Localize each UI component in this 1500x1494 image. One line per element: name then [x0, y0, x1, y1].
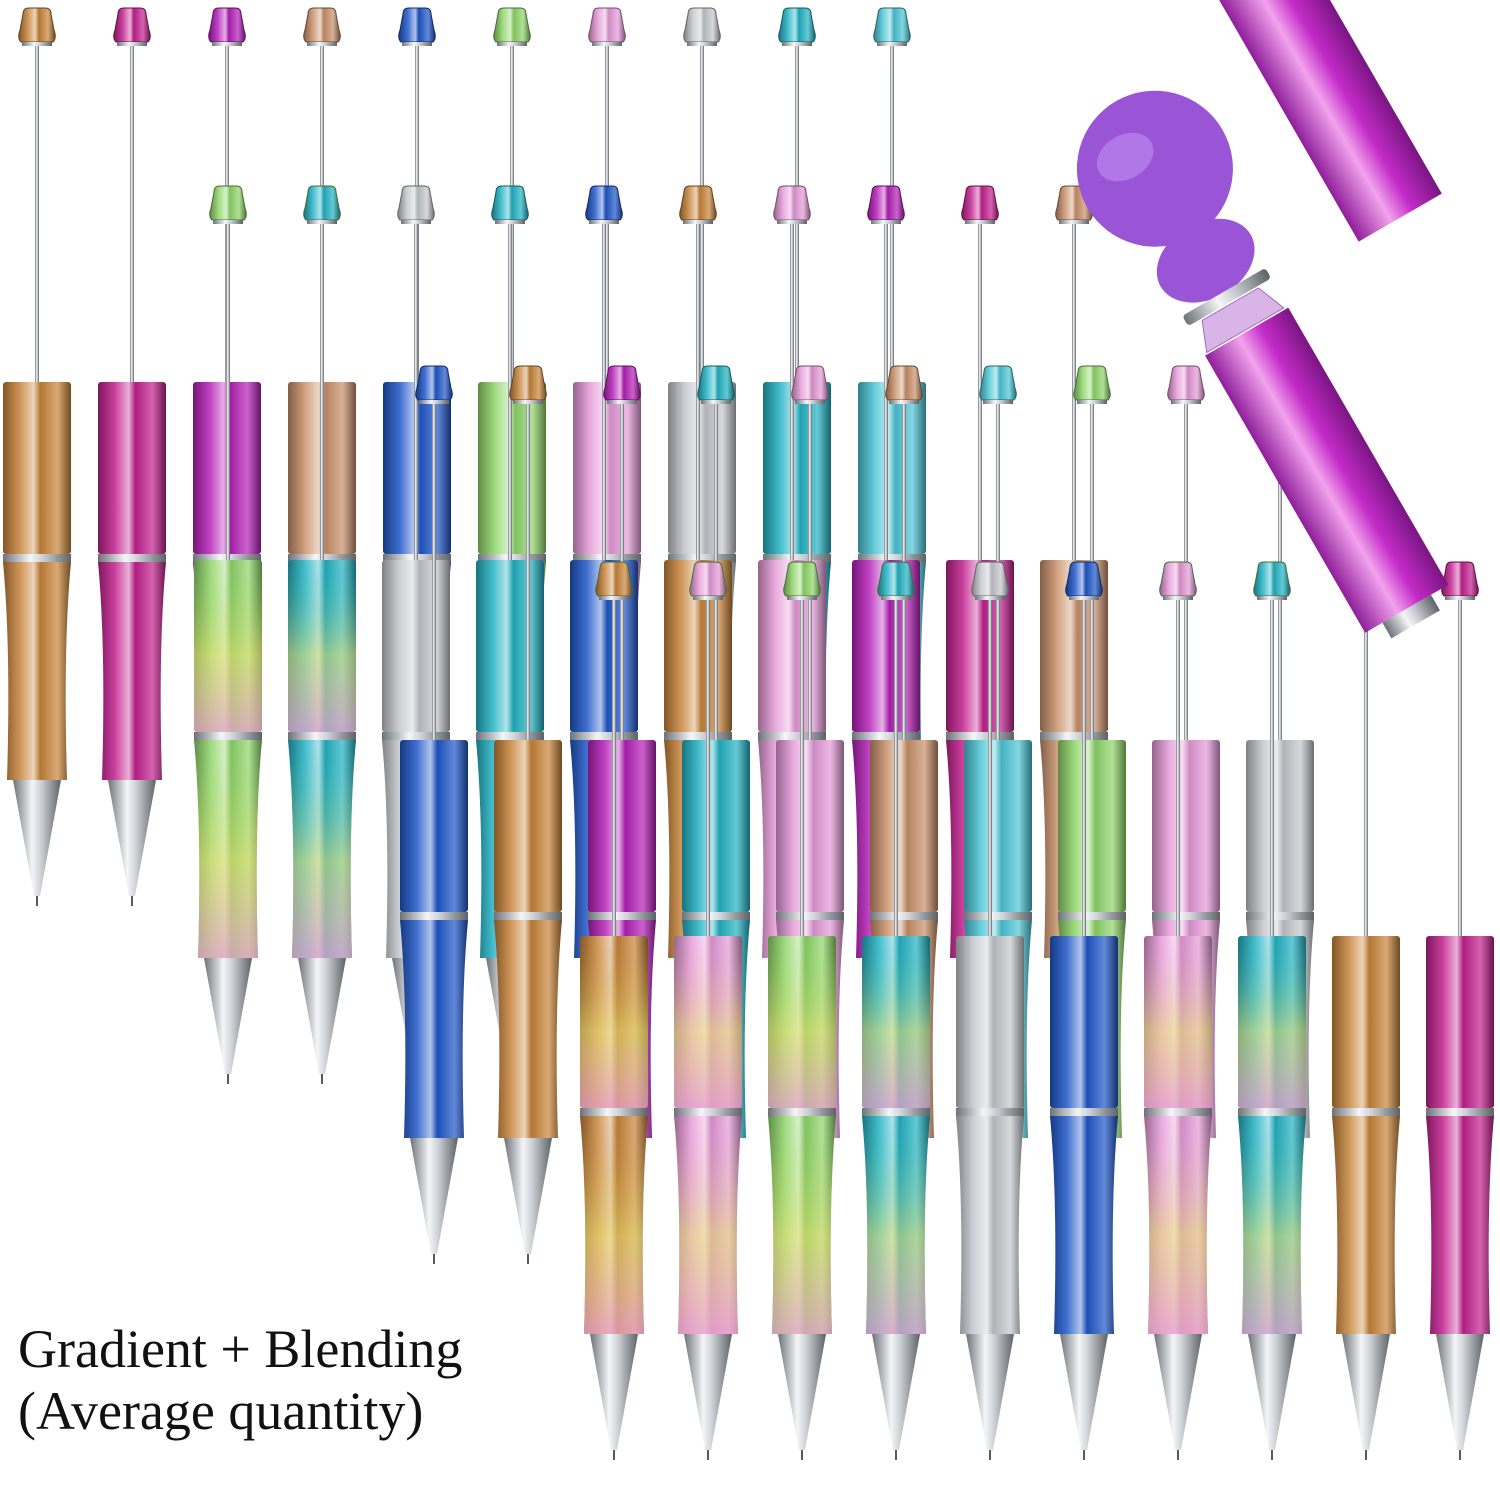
pen-row4-7 [1144, 561, 1212, 1460]
closeup-pen-barrel [1205, 307, 1449, 633]
pen-row4-8 [1238, 561, 1306, 1460]
pen-row4-5 [956, 561, 1024, 1460]
crystal-bead [1201, 287, 1285, 354]
pen-row4-1 [580, 561, 648, 1460]
large-bead [1076, 90, 1233, 247]
pen-row4-9 [1332, 561, 1400, 1460]
pen-row4-10 [1426, 561, 1494, 1460]
beaded-pen-closeup [1076, 0, 1449, 639]
pen-row3-2 [494, 365, 562, 1264]
caption-line-2: (Average quantity) [18, 1381, 424, 1441]
caption: Gradient + Blending (Average quantity) [18, 1318, 462, 1442]
small-bead [1156, 218, 1255, 303]
pen-row1-2 [98, 7, 166, 906]
pen-row1-1 [3, 7, 71, 906]
pen-row4-3 [768, 561, 836, 1460]
pen-row3-1 [400, 365, 468, 1264]
pen-row4-2 [674, 561, 742, 1460]
pen-row4-6 [1050, 561, 1118, 1460]
pen-row4-4 [862, 561, 930, 1460]
pen-row2-2 [288, 185, 356, 1084]
pen-row2-1 [194, 185, 262, 1084]
pen-collection [3, 7, 1494, 1460]
caption-line-1: Gradient + Blending [18, 1319, 463, 1379]
